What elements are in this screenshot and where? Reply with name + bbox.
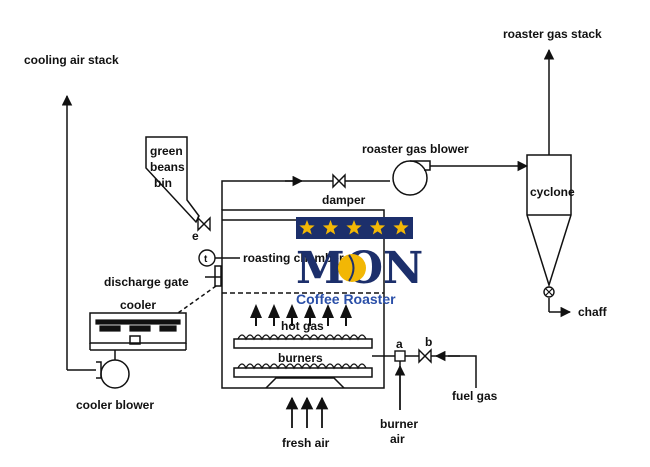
label-burner: burner [380,417,418,431]
logo-stars [299,220,409,235]
coffee-bean-icon [338,254,366,282]
star-icon [393,220,409,235]
label-valve-e: e [192,229,199,243]
label-roaster-gas-blower: roaster gas blower [362,142,469,156]
discharge-to-cooler [177,285,217,314]
star-icon [369,220,386,235]
cooler-blower-outlet [96,361,102,379]
valve-b [418,348,432,364]
damper-valve [332,173,346,189]
cyclone-body [526,154,572,288]
roaster-gas-blower-outlet [410,160,431,171]
burner-lower [233,367,373,378]
label-roasting-chamber: roasting chamber [243,251,344,265]
valve-e [197,216,211,232]
air-hood [265,377,345,389]
fuel-gas-line [448,355,477,388]
chaff-valve-x [545,288,553,296]
label-cooler: cooler [120,298,156,312]
label-hot-gas: hot gas [281,319,324,333]
roasting-chamber-box [221,209,385,389]
label-discharge-gate: discharge gate [104,275,189,289]
discharge-gate [214,265,222,287]
label-damper: damper [322,193,366,207]
label-roaster-gas-stack: roaster gas stack [503,27,602,41]
label-cooling-air-stack: cooling air stack [24,53,119,67]
logo-subtitle: Coffee Roaster [296,291,396,307]
label-beans: beans [150,160,185,174]
burner-flames [237,334,367,370]
cooler-outlet [129,335,141,345]
label-cooler-blower: cooler blower [76,398,154,412]
burner-upper [233,338,373,349]
mon-coffee-roaster-logo: MON Coffee Roaster [296,217,423,307]
label-green: green [150,144,183,158]
coffee-bean-crease [348,254,355,282]
fresh-air-arrows [285,396,329,428]
label-fresh-air: fresh air [282,436,330,450]
cooler-blower [100,359,130,389]
label-thermo: t [204,254,208,265]
label-air: air [390,432,405,446]
star-icon [322,220,339,235]
cooler-box [89,312,187,344]
label-burners: burners [278,351,323,365]
cooler-detail [95,319,181,332]
label-valve-b: b [425,335,432,349]
star-icon [346,220,362,235]
hot-gas-arrows [250,304,352,326]
label-chaff: chaff [578,305,608,319]
label-bin: bin [154,176,172,190]
label-cyclone: cyclone [530,185,575,199]
valve-a [394,350,406,362]
label-fuel-gas: fuel gas [452,389,498,403]
roaster-gas-blower [392,160,428,196]
star-icon [299,220,315,235]
green-beans-bin [145,136,200,224]
label-valve-a: a [396,337,403,351]
